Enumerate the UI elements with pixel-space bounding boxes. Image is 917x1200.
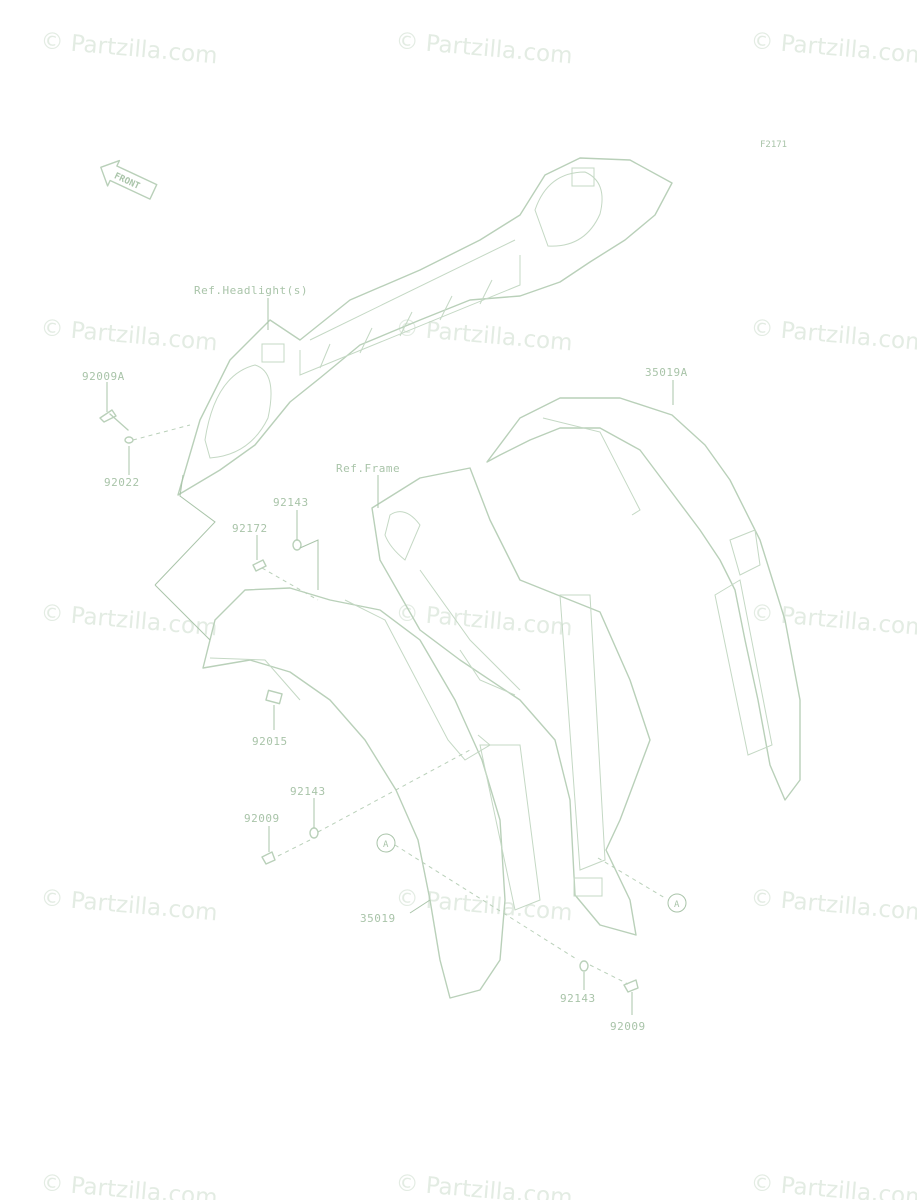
part-labels: Ref.Headlight(s) 35019A 92009A 92022 Ref… [82, 284, 688, 1033]
watermark: © Partzilla.com [749, 28, 917, 69]
rear-fender-part [486, 397, 801, 801]
watermark: © Partzilla.com [749, 1170, 917, 1200]
label-92022: 92022 [104, 476, 140, 489]
label-92015: 92015 [252, 735, 288, 748]
callout-a-right: A [667, 893, 687, 913]
label-92009-a: 92009 [244, 812, 280, 825]
watermark: © Partzilla.com [39, 885, 218, 926]
bolt-92009a [99, 409, 129, 431]
watermark: © Partzilla.com [394, 315, 573, 356]
label-92143-c: 92143 [560, 992, 596, 1005]
washer-92022 [124, 436, 134, 444]
leader-lines [106, 298, 674, 1015]
watermark: © Partzilla.com [749, 600, 917, 641]
label-35019a: 35019A [645, 366, 688, 379]
callout-a-left-label: A [383, 840, 389, 850]
watermarks: © Partzilla.com © Partzilla.com © Partzi… [39, 28, 917, 1200]
bolt-92172 [252, 559, 267, 572]
watermark: © Partzilla.com [749, 885, 917, 926]
watermark: © Partzilla.com [394, 600, 573, 641]
label-92143-a: 92143 [273, 496, 309, 509]
bolt-92009-left [261, 851, 276, 865]
watermark: © Partzilla.com [39, 600, 218, 641]
watermark: © Partzilla.com [39, 315, 218, 356]
label-92172: 92172 [232, 522, 268, 535]
label-92143-b: 92143 [290, 785, 326, 798]
figure-code: F2171 [760, 140, 787, 150]
washer-92143-bottom [579, 960, 589, 972]
bolt-92009-right [623, 979, 639, 993]
watermark: © Partzilla.com [39, 1170, 218, 1200]
front-fender-part [202, 587, 541, 999]
watermark: © Partzilla.com [394, 1170, 573, 1200]
label-ref-headlight: Ref.Headlight(s) [194, 284, 308, 297]
watermark: © Partzilla.com [749, 315, 917, 356]
label-92009a: 92009A [82, 370, 125, 383]
front-arrow-icon: FRONT [100, 159, 158, 200]
callout-a-right-label: A [674, 900, 680, 910]
watermark: © Partzilla.com [39, 28, 218, 69]
watermark: © Partzilla.com [394, 28, 573, 69]
clip-92015 [265, 689, 283, 705]
frame-reference [371, 467, 651, 936]
callout-a-left: A [376, 833, 396, 853]
label-35019: 35019 [360, 912, 396, 925]
washer-92143-top [292, 539, 302, 551]
label-92009-b: 92009 [610, 1020, 646, 1033]
headlight-cover-part [177, 157, 673, 496]
label-ref-frame: Ref.Frame [336, 462, 400, 475]
washer-92143-mid [309, 827, 319, 839]
